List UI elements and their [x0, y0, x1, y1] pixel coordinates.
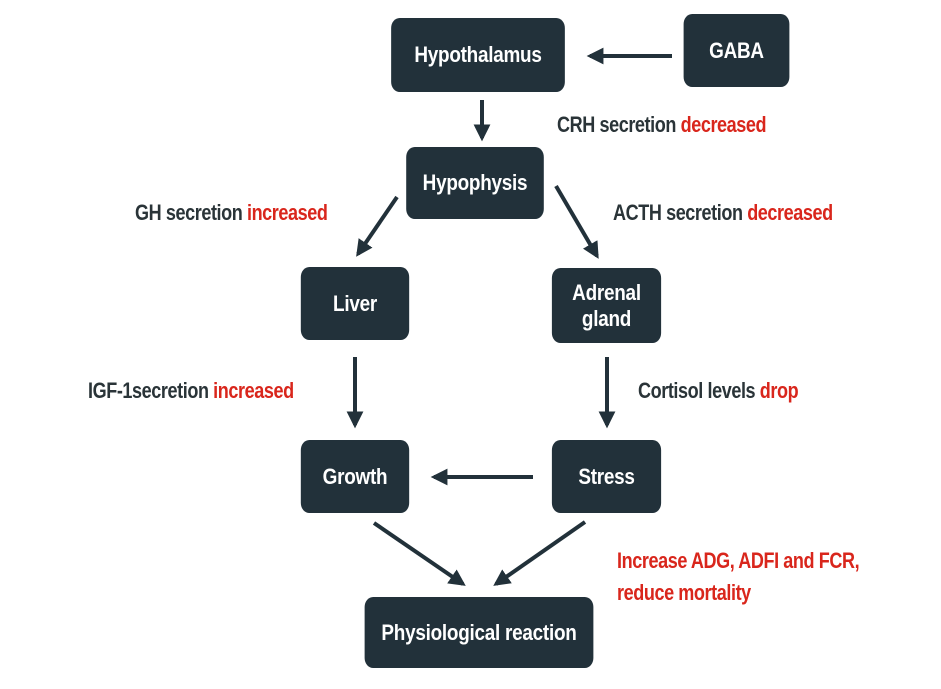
label-gh-highlight: increased — [246, 200, 328, 225]
label-crh-highlight: decreased — [680, 112, 767, 137]
label-igf-secretion: IGF-1secretion increased — [88, 378, 294, 404]
label-igf-highlight: increased — [213, 378, 294, 403]
node-liver: Liver — [300, 267, 410, 340]
label-gh-secretion: GH secretion increased — [135, 200, 328, 226]
label-crh-secretion: CRH secretion decreased — [557, 112, 767, 138]
arrow-stress-to-physiological — [493, 520, 587, 586]
node-gaba: GABA — [683, 14, 790, 87]
label-cortisol-text: Cortisol levels — [638, 378, 760, 403]
label-gh-text: GH secretion — [135, 200, 247, 225]
label-cortisol-levels: Cortisol levels drop — [638, 378, 799, 404]
outcome-text: Increase ADG, ADFI and FCR, reduce morta… — [617, 545, 860, 609]
arrow-hypophysis-to-liver — [356, 195, 399, 257]
label-acth-highlight: decreased — [747, 200, 833, 225]
node-hypophysis: Hypophysis — [406, 147, 544, 219]
node-stress-label: Stress — [578, 463, 635, 489]
node-adrenal-label-line1: Adrenal — [572, 279, 641, 305]
node-gaba-label: GABA — [709, 37, 764, 63]
node-stress: Stress — [551, 440, 662, 513]
label-cortisol-highlight: drop — [759, 378, 799, 403]
label-acth-secretion: ACTH secretion decreased — [613, 200, 833, 226]
node-adrenal-gland: Adrenal gland — [551, 268, 662, 343]
label-igf-text: IGF-1secretion — [88, 378, 214, 403]
node-physiological-label: Physiological reaction — [381, 619, 577, 645]
outcome-line2: reduce mortality — [617, 580, 751, 605]
node-growth: Growth — [300, 440, 410, 513]
label-acth-text: ACTH secretion — [613, 200, 748, 225]
label-crh-text: CRH secretion — [557, 112, 681, 137]
node-hypothalamus: Hypothalamus — [391, 18, 565, 92]
outcome-line1: Increase ADG, ADFI and FCR, — [617, 548, 860, 573]
node-hypophysis-label: Hypophysis — [422, 170, 528, 195]
node-physiological-reaction: Physiological reaction — [364, 597, 594, 668]
node-hypothalamus-label: Hypothalamus — [414, 42, 542, 67]
arrow-hypophysis-to-adrenal — [554, 184, 599, 259]
node-liver-label: Liver — [333, 290, 377, 316]
node-adrenal-label-line2: gland — [581, 305, 632, 331]
arrow-growth-to-physiological — [372, 521, 466, 586]
node-growth-label: Growth — [322, 463, 388, 489]
